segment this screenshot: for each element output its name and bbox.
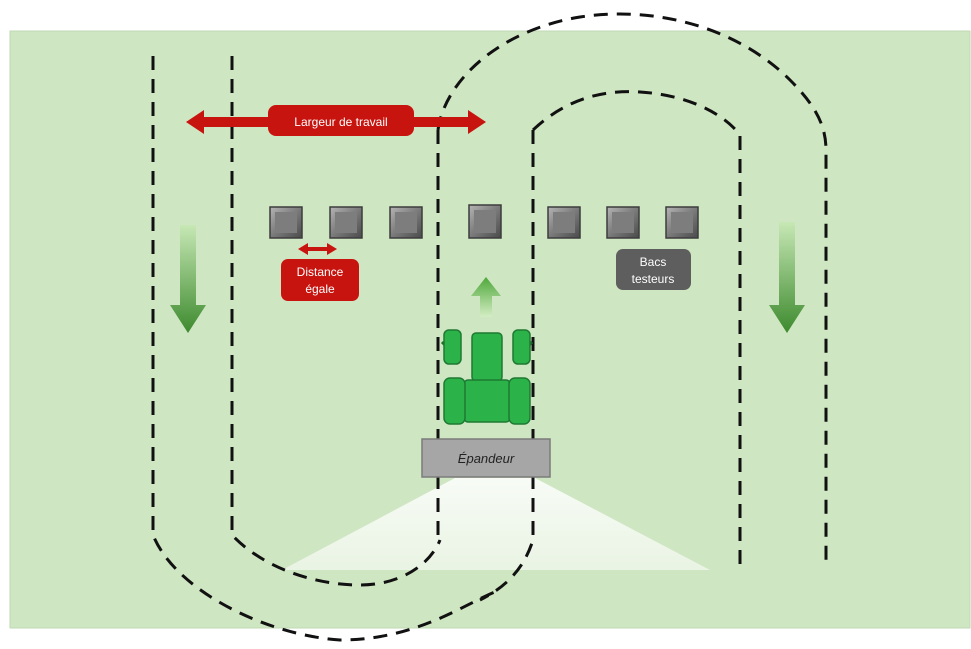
arrow-up-icon <box>471 277 501 317</box>
equal-distance-label-line2: égale <box>305 282 335 296</box>
test-trays-label-line2: testeurs <box>632 272 675 286</box>
spreader-label: Épandeur <box>458 451 515 466</box>
test-tray-icon <box>329 206 363 239</box>
test-tray-icon <box>665 206 699 239</box>
test-tray-icon <box>606 206 640 239</box>
test-tray-icon <box>547 206 581 239</box>
test-tray-icon <box>389 206 423 239</box>
test-trays-label-line1: Bacs <box>640 255 667 269</box>
outer-turn-path <box>151 56 501 642</box>
equal-distance-badge: Distance égale <box>281 259 359 301</box>
test-trays <box>269 204 699 239</box>
test-tray-icon <box>468 204 502 239</box>
equal-distance-label-line1: Distance <box>297 265 344 279</box>
double-arrow-icon <box>298 243 337 255</box>
arrow-down-icon <box>769 222 805 333</box>
inner-turn-path <box>230 56 442 587</box>
working-width-double-arrow: Largeur de travail <box>186 105 486 136</box>
spread-pattern <box>282 478 710 570</box>
arrow-down-icon <box>170 225 206 333</box>
test-trays-badge: Bacs testeurs <box>616 249 691 290</box>
top-outer-arch <box>436 12 828 565</box>
top-inner-arch <box>531 90 742 570</box>
working-width-label: Largeur de travail <box>294 115 387 129</box>
driving-paths <box>151 12 828 642</box>
spreader-box: Épandeur <box>421 438 551 478</box>
test-tray-icon <box>269 206 303 239</box>
tractor-icon <box>440 329 534 425</box>
track-right <box>479 130 535 602</box>
